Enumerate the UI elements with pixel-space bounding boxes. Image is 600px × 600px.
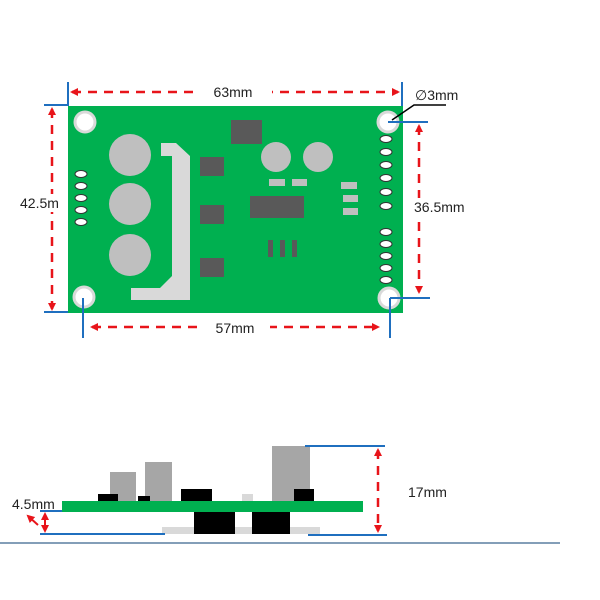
small-capacitor [303,142,333,172]
mosfet-side [252,512,290,534]
smd-part [269,179,285,186]
pin-header-left [74,170,88,226]
clearance-pointer [26,514,39,526]
heatsink [131,143,190,300]
pin-pad [74,194,88,202]
mounting-holes [72,110,401,310]
dark-components [200,120,304,277]
small-capacitor [261,142,291,172]
mosfet-side [194,512,235,534]
ic-chip [231,120,262,144]
top-view: 63mm 42.5m 36.5mm 57mm ∅3mm [18,82,476,338]
extension-lines-side [40,445,387,536]
extension-lines-top [44,82,430,338]
heatsink-side [162,527,320,534]
pin-pad [379,240,393,248]
pin-pad [74,170,88,178]
mosfet [200,205,224,224]
smd-part [292,179,307,186]
clearance-label: 4.5mm [12,496,55,512]
pin-pad [379,264,393,272]
light-components [261,142,358,215]
hole-spacing-horizontal-label: 57mm [216,320,255,336]
capacitor-side [145,462,172,501]
pin-pad [379,252,393,260]
resistor [268,240,273,257]
mounting-hole [73,110,97,134]
capacitor [109,183,151,225]
pin-pad [379,148,393,156]
pin-pad [379,228,393,236]
pcb-board-side [62,501,363,512]
resistor [292,240,297,257]
smd-part-side [242,494,253,501]
mosfet [200,258,224,277]
large-capacitors [109,134,151,276]
pin-pad [379,276,393,284]
pin-pad [379,202,393,210]
mosfet [200,157,224,176]
component-side [294,489,314,501]
pin-pad [74,218,88,226]
pin-header-right [379,135,393,284]
pin-pad [74,182,88,190]
width-label: 63mm [214,84,253,100]
resistor [280,240,285,257]
pin-pad [379,188,393,196]
capacitor [109,134,151,176]
smd-part [343,208,358,215]
total-height-label: 17mm [408,484,447,500]
component-side [138,496,150,501]
side-view: 17mm 4.5mm [0,445,560,544]
hole-diameter-leader [391,104,446,121]
pin-pad [379,135,393,143]
component-side [98,494,118,501]
hole-spacing-vertical-label: 36.5mm [414,199,465,215]
hole-diameter-label: ∅3mm [415,87,458,103]
height-label: 42.5m [20,195,59,211]
pin-pad [379,174,393,182]
pin-pad [379,161,393,169]
component-side [181,489,212,501]
pin-pad [74,206,88,214]
smd-part [343,195,358,202]
smd-part [341,182,357,189]
ic-chip [250,196,304,218]
capacitor [109,234,151,276]
